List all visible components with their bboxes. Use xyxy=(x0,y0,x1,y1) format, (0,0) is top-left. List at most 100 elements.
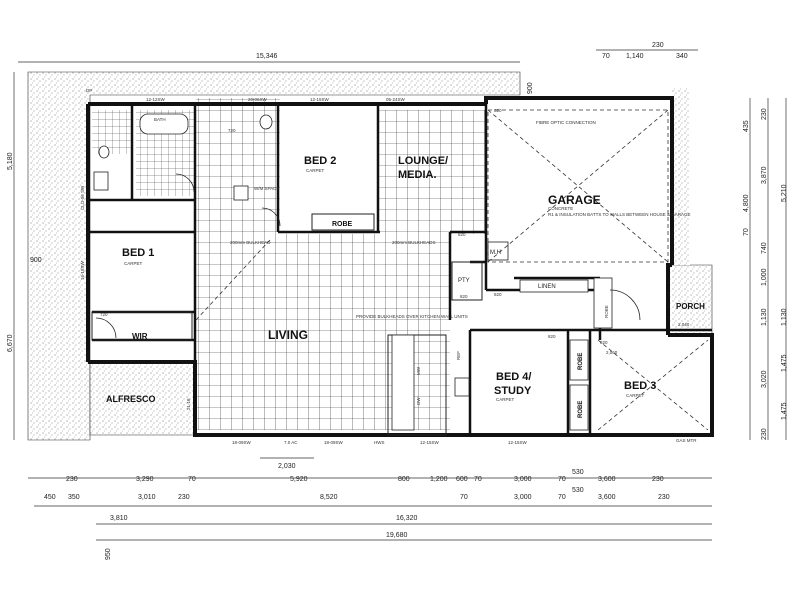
meter-box xyxy=(487,241,509,261)
living-label: LIVING xyxy=(268,328,308,342)
dim-row1-mid2: 530 xyxy=(572,469,584,476)
robe-bed3-label: ROBE xyxy=(604,305,609,318)
bed4-floor: CARPET xyxy=(496,397,515,402)
dim-row3-a: 3,810 xyxy=(110,515,128,522)
wir-label: WIR xyxy=(132,332,148,341)
mw-label: MW xyxy=(416,366,421,375)
garage-strip xyxy=(672,88,690,265)
window-lounge-2: 05-24SW xyxy=(386,97,406,102)
pantry xyxy=(451,261,483,301)
bath-label: BATH xyxy=(154,117,166,122)
dim-right-230a: 230 xyxy=(761,108,768,120)
bed2-label: BED 2 xyxy=(304,155,336,167)
dw-label: DW xyxy=(416,397,421,405)
bath-door xyxy=(175,173,195,193)
bulkhead-1: 200mm BULKHEAD xyxy=(230,240,271,245)
linen-label: LINEN xyxy=(538,284,556,290)
dim-top-1140: 1,140 xyxy=(626,53,644,60)
window-living-1: 18-09SW xyxy=(232,440,252,445)
dim-row4: 19,680 xyxy=(386,532,408,539)
toilet-main xyxy=(259,114,273,130)
garage-label: GARAGE xyxy=(548,193,601,207)
row2-value: 70 xyxy=(558,494,566,501)
window-bed2: 20-06SW xyxy=(248,97,268,102)
row2-value: 230 xyxy=(178,494,190,501)
dim-right-3020: 3,020 xyxy=(761,370,768,388)
dim-top-340: 340 xyxy=(676,53,688,60)
row1-value: 5,920 xyxy=(290,476,308,483)
hws-label: HWS xyxy=(374,440,385,445)
bed3-floor: CARPET xyxy=(626,393,645,398)
alfresco-label: ALFRESCO xyxy=(106,394,156,404)
row2-value: 3,600 xyxy=(598,494,616,501)
laundry-tub xyxy=(233,185,249,201)
row1-value: 1,200 xyxy=(430,476,448,483)
dim-right-740: 740 xyxy=(761,242,768,254)
dim-overall-top: 15,346 xyxy=(256,53,278,60)
bed4-label: BED 4/ xyxy=(496,371,531,383)
row1-value: 3,600 xyxy=(598,476,616,483)
row2-value: 70 xyxy=(460,494,468,501)
row1-value: 3,290 xyxy=(136,476,154,483)
row1-value: 3,000 xyxy=(514,476,532,483)
dim-top-70: 70 xyxy=(602,53,610,60)
pantry-label: PTY xyxy=(458,278,470,284)
row1-value: 70 xyxy=(188,476,196,483)
kitchen-island xyxy=(391,334,415,431)
row1-value: 230 xyxy=(652,476,664,483)
door-820-d: 820 xyxy=(460,294,468,299)
door-720-a: 720 xyxy=(228,128,236,133)
dim-right-1130a: 1,130 xyxy=(761,308,768,326)
window-lounge: 12-15SW xyxy=(310,97,330,102)
door-720-b: 720 xyxy=(100,312,108,317)
bed1-label: BED 1 xyxy=(122,247,154,259)
external-walls xyxy=(86,96,714,437)
dim-right-1475b: 1,475 xyxy=(781,402,788,420)
window-bed1: 16-18SW xyxy=(80,260,85,280)
porch-dim: 2.040 xyxy=(678,322,690,327)
porch-door xyxy=(609,289,641,321)
window-living-2: 18-09SW xyxy=(324,440,344,445)
door-820-a: 820 xyxy=(494,108,502,113)
porch-label: PORCH xyxy=(676,302,705,311)
window-bed3: 12-15SW xyxy=(508,440,528,445)
row1-value: 800 xyxy=(398,476,410,483)
dim-row1-mid: 2,030 xyxy=(278,463,296,470)
kitchen-note: PROVIDE BULKHEADS OVER KITCHEN WALL UNIT… xyxy=(356,314,468,319)
dim-right-5210: 5,210 xyxy=(781,184,788,202)
row2-value: 3,000 xyxy=(514,494,532,501)
dim-left-900: 900 xyxy=(30,257,42,264)
dim-right-1130b: 1,130 xyxy=(781,308,788,326)
robe-bed4-b xyxy=(569,384,589,431)
garage-note: R1 & INSULATION BATTS TO WALLS BETWEEN H… xyxy=(548,212,691,217)
dim-right-230b: 230 xyxy=(761,428,768,440)
row2-value: 230 xyxy=(658,494,670,501)
row1-value: 600 xyxy=(456,476,468,483)
toilet-ensuite xyxy=(98,145,110,159)
door-820-f: 820 xyxy=(600,340,608,345)
robe-bed2-label: ROBE xyxy=(332,221,353,228)
door-820-e: 820 xyxy=(548,334,556,339)
garage-floor: CONCRETE xyxy=(548,206,573,211)
dim-left-6670: 6,670 xyxy=(7,334,14,352)
bed3-ceiling-line xyxy=(597,339,709,431)
bed1-floor: CARPET xyxy=(124,261,143,266)
robe-bed2 xyxy=(311,213,375,231)
bed2-floor: CARPET xyxy=(306,168,325,173)
row2-value: 8,520 xyxy=(320,494,338,501)
window-ensuite: 12-12SW xyxy=(146,97,166,102)
vanity-ensuite xyxy=(93,171,109,191)
door-2060: 2,060 xyxy=(606,350,618,355)
porch-slab xyxy=(667,264,713,336)
downpipe-label: DP xyxy=(86,88,92,93)
linen-cupboard xyxy=(519,279,589,293)
bed1-door xyxy=(95,317,117,339)
bulkhead-2: 200mm BULKHEADS xyxy=(392,240,436,245)
robe-bed4-label-2: ROBE xyxy=(578,401,584,418)
window-bed1-2: CLO-06 SW xyxy=(80,185,85,210)
dim-top-230: 230 xyxy=(652,42,664,49)
robe-bed4-label: ROBE xyxy=(578,353,584,370)
bed4-label-2: STUDY xyxy=(494,385,532,397)
